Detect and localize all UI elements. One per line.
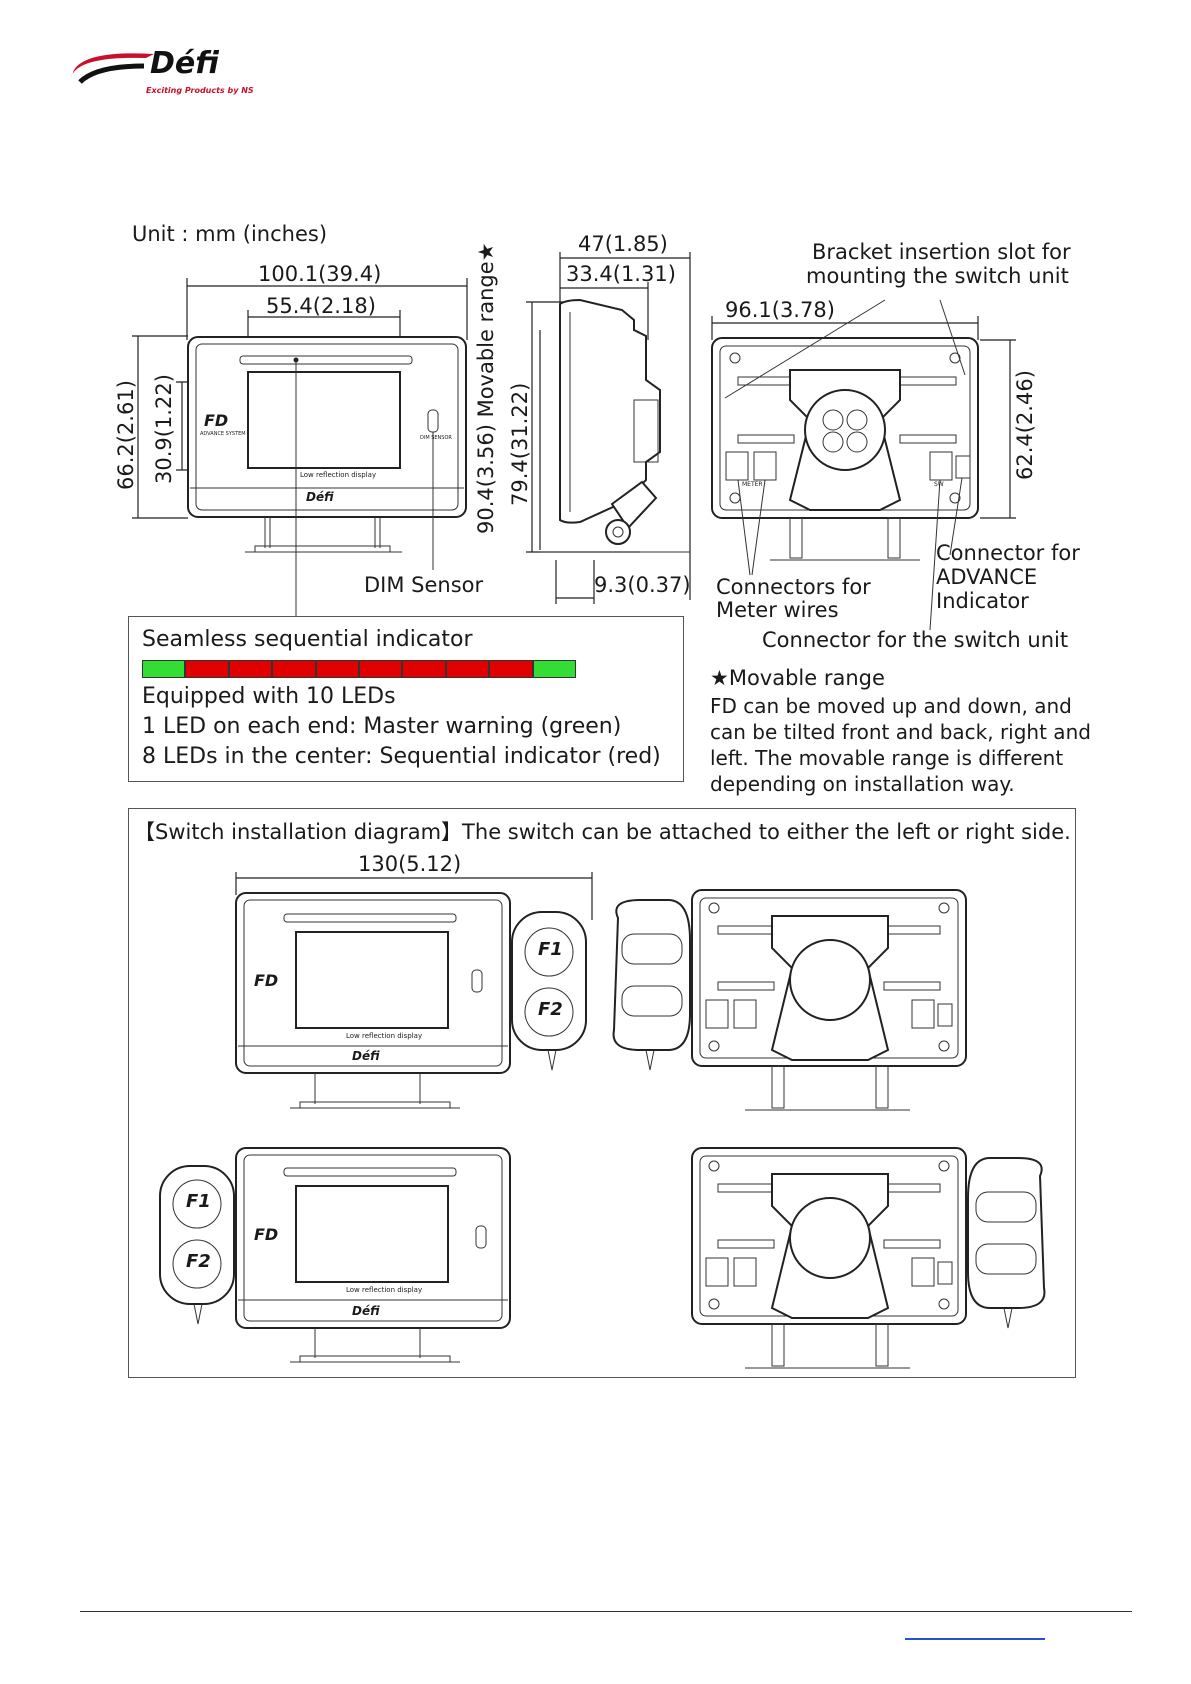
callout-switch-unit: Connector for the switch unit [762,628,1069,652]
dim-back-width: 96.1(3.78) [725,298,835,322]
sequential-title: Seamless sequential indicator [142,627,473,652]
led-red [402,660,446,678]
switch-diagram-width: 130(5.12) [358,852,462,876]
led-red [272,660,316,678]
switch-f1-tr: F1 [538,939,563,960]
led-green [532,660,577,678]
brand-tagline: Exciting Products by NS [146,86,254,95]
callout-meter-wires-line1: Connectors for [716,575,871,599]
low-reflection-bl: Low reflection display [346,1286,423,1294]
callout-advance-line3: Indicator [936,589,1029,613]
led-red [359,660,403,678]
callout-advance-line1: Connector for [936,541,1080,565]
switch-f2-bl: F2 [186,1251,211,1272]
movable-line-2: can be tilted front and back, right and [710,720,1091,744]
callout-dim-sensor: DIM Sensor [364,573,484,597]
unit-label: Unit : mm (inches) [132,222,328,246]
callout-advance-line2: ADVANCE [936,565,1038,589]
dim-width-screen: 55.4(2.18) [266,294,376,318]
switch-f1-bl: F1 [186,1191,211,1212]
led-red [185,660,229,678]
sequential-line-2: 1 LED on each end: Master warning (green… [142,714,622,739]
callout-meter-wires-line2: Meter wires [716,598,839,622]
defi-logo-icon [71,53,154,84]
brand-small-bl: Défi [352,1304,380,1318]
dim-depth-body: 33.4(1.31) [566,262,676,286]
meter-label-top: METER [742,481,763,488]
brand-logo-text: Défi [150,46,219,81]
footer-link-underline[interactable] [905,1638,1045,1640]
sequential-line-3: 8 LEDs in the center: Sequential indicat… [142,744,661,769]
movable-title: ★Movable range [710,666,885,690]
dim-base-offset: 9.3(0.37) [594,573,691,597]
low-reflection-tl: Low reflection display [346,1032,423,1040]
switch-diagram-title: 【Switch installation diagram】The switch … [134,820,1071,844]
switch-f2-tr: F2 [538,999,563,1020]
movable-line-1: FD can be moved up and down, and [710,694,1072,718]
fd-logo-top: FD [204,411,229,430]
led-red [445,660,490,678]
switch-installation-box [128,808,1076,1378]
led-red [315,660,360,678]
sw-label-top: SW [934,481,944,488]
fd-logo-tl: FD [254,971,279,990]
sequential-line-1: Equipped with 10 LEDs [142,684,396,709]
movable-line-4: depending on installation way. [710,772,1015,796]
low-reflection-top: Low reflection display [300,471,377,479]
fd-logo-bl: FD [254,1225,279,1244]
sequential-indicator-box [128,616,684,782]
dim-depth-total: 47(1.85) [578,232,668,256]
led-bar [142,660,577,678]
footer-divider [80,1611,1132,1612]
advance-system-top: ADVANCE SYSTEM [200,431,246,437]
callout-bracket-slot-line2: mounting the switch unit [806,264,1069,288]
callout-bracket-slot-line1: Bracket insertion slot for [812,240,1071,264]
led-green [142,660,186,678]
movable-line-3: left. The movable range is different [710,746,1064,770]
led-red [228,660,273,678]
led-red [489,660,533,678]
dim-sensor-small-top: DIM SENSOR [420,435,452,441]
dim-width-total: 100.1(39.4) [258,262,382,286]
brand-small-top: Défi [306,490,334,504]
brand-small-tl: Défi [352,1049,380,1063]
